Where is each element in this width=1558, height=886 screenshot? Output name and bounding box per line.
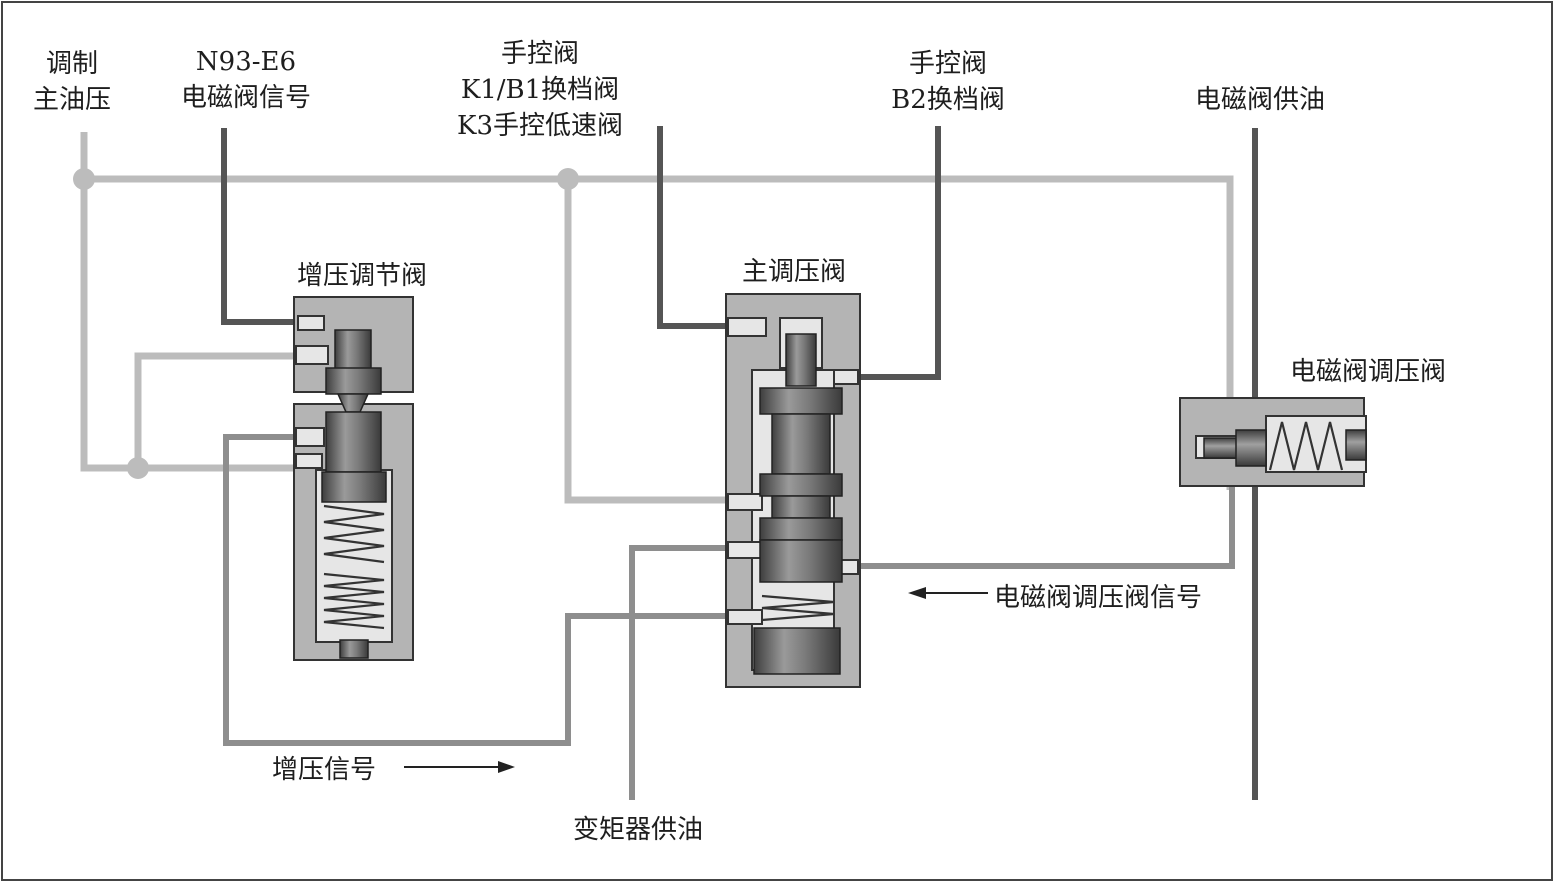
n93-signal-label: N93-E6 电磁阀信号 [181, 44, 311, 116]
manual-valve-k1b1-label-line1: 手控阀 [500, 39, 579, 69]
solenoid-regulator-signal-label: 电磁阀调压阀信号 [994, 583, 1203, 613]
modulated-main-pressure-label-line2: 主油压 [32, 85, 112, 115]
boost-signal-line [223, 434, 728, 746]
boost-valve-spool [321, 329, 387, 659]
solenoid-supply-label: 电磁阀供油 [1194, 85, 1326, 115]
converter-supply-line [629, 545, 728, 800]
n93-signal-label-line2: 电磁阀信号 [180, 83, 312, 113]
main-regulator-spool [753, 333, 843, 675]
solenoid-regulator-spring [1268, 421, 1344, 471]
manual-valve-b2-label-line2: B2换档阀 [891, 85, 1005, 115]
n93-signal-label-line1: N93-E6 [195, 47, 297, 77]
converter-supply-label: 变矩器供油 [572, 815, 704, 845]
manual-valve-k1b1-label-line2: K1/B1换档阀 [460, 75, 620, 105]
modulated-main-pressure-label-line1: 调制 [45, 49, 99, 79]
solenoid-regulator-signal-line [852, 470, 1235, 569]
dark-signal-lines [221, 126, 941, 380]
boost-signal-label: 增压信号 [272, 755, 377, 785]
boost-valve-spring [323, 504, 385, 630]
solenoid-regulator-label: 电磁阀调压阀 [1289, 357, 1447, 387]
boost-valve-label: 增压调节阀 [296, 261, 428, 291]
manual-valve-k1b1-label-line3: K3手控低速阀 [457, 111, 623, 141]
solenoid-regulator-signal-arrow [908, 587, 988, 599]
manual-valve-b2-label: 手控阀 B2换档阀 [891, 46, 1005, 118]
main-regulator-label: 主调压阀 [741, 257, 847, 287]
manual-valve-b2-label-line1: 手控阀 [908, 49, 987, 79]
solenoid-regulator-spool [1203, 429, 1367, 467]
modulated-main-pressure-label: 调制 主油压 [33, 46, 111, 118]
boost-signal-arrow [404, 761, 515, 773]
manual-valve-k1b1-label: 手控阀 K1/B1换档阀 K3手控低速阀 [457, 36, 623, 144]
main-regulator-spring [761, 594, 835, 622]
